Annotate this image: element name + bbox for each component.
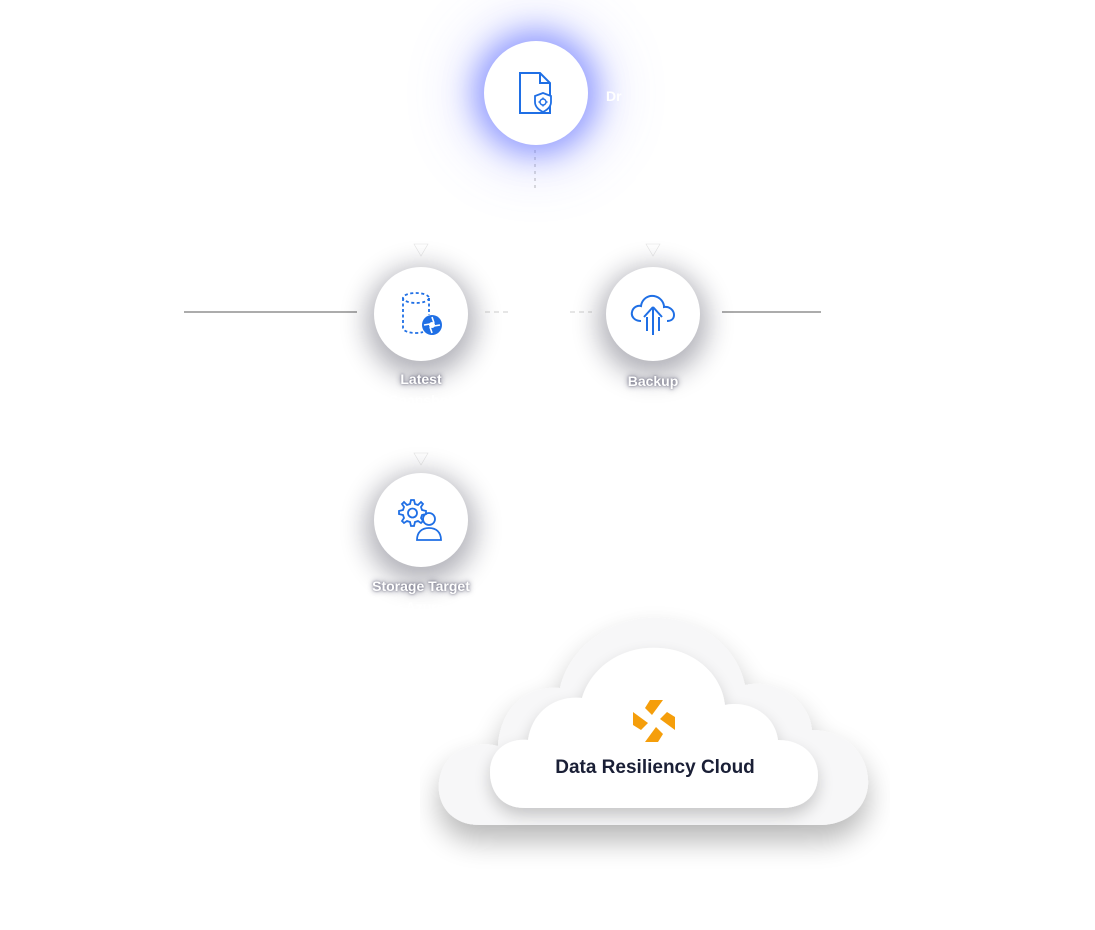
- inner-cloud-shape: [490, 647, 818, 808]
- backup-label: Backup: [627, 373, 679, 389]
- cloud-title: Data Resiliency Cloud: [555, 757, 755, 778]
- data-resiliency-cloud: [420, 600, 890, 870]
- document-node: [484, 41, 588, 145]
- backup-node: [606, 267, 700, 361]
- storage-target-label-line1: Storage Target: [372, 578, 470, 594]
- document-node-label: Dr: [606, 88, 622, 104]
- database-snapshot-icon: [402, 292, 442, 335]
- arrow-down-snapshot: [413, 243, 429, 257]
- arrow-down-storage: [413, 452, 429, 466]
- aperture-logo-icon: [633, 700, 675, 742]
- latest-snapshot-label-line2: Snapshot: [389, 392, 453, 408]
- latest-snapshot-label-line1: Latest: [400, 371, 442, 387]
- storage-target-label-line2: ser Azure in: [381, 599, 461, 615]
- gear-user-icon: [398, 499, 442, 541]
- cloud-upload-icon: [630, 294, 676, 335]
- arrow-down-backup: [645, 243, 661, 257]
- latest-snapshot-node: [374, 267, 468, 361]
- document-shield-icon: [519, 72, 552, 114]
- storage-target-node: [374, 473, 468, 567]
